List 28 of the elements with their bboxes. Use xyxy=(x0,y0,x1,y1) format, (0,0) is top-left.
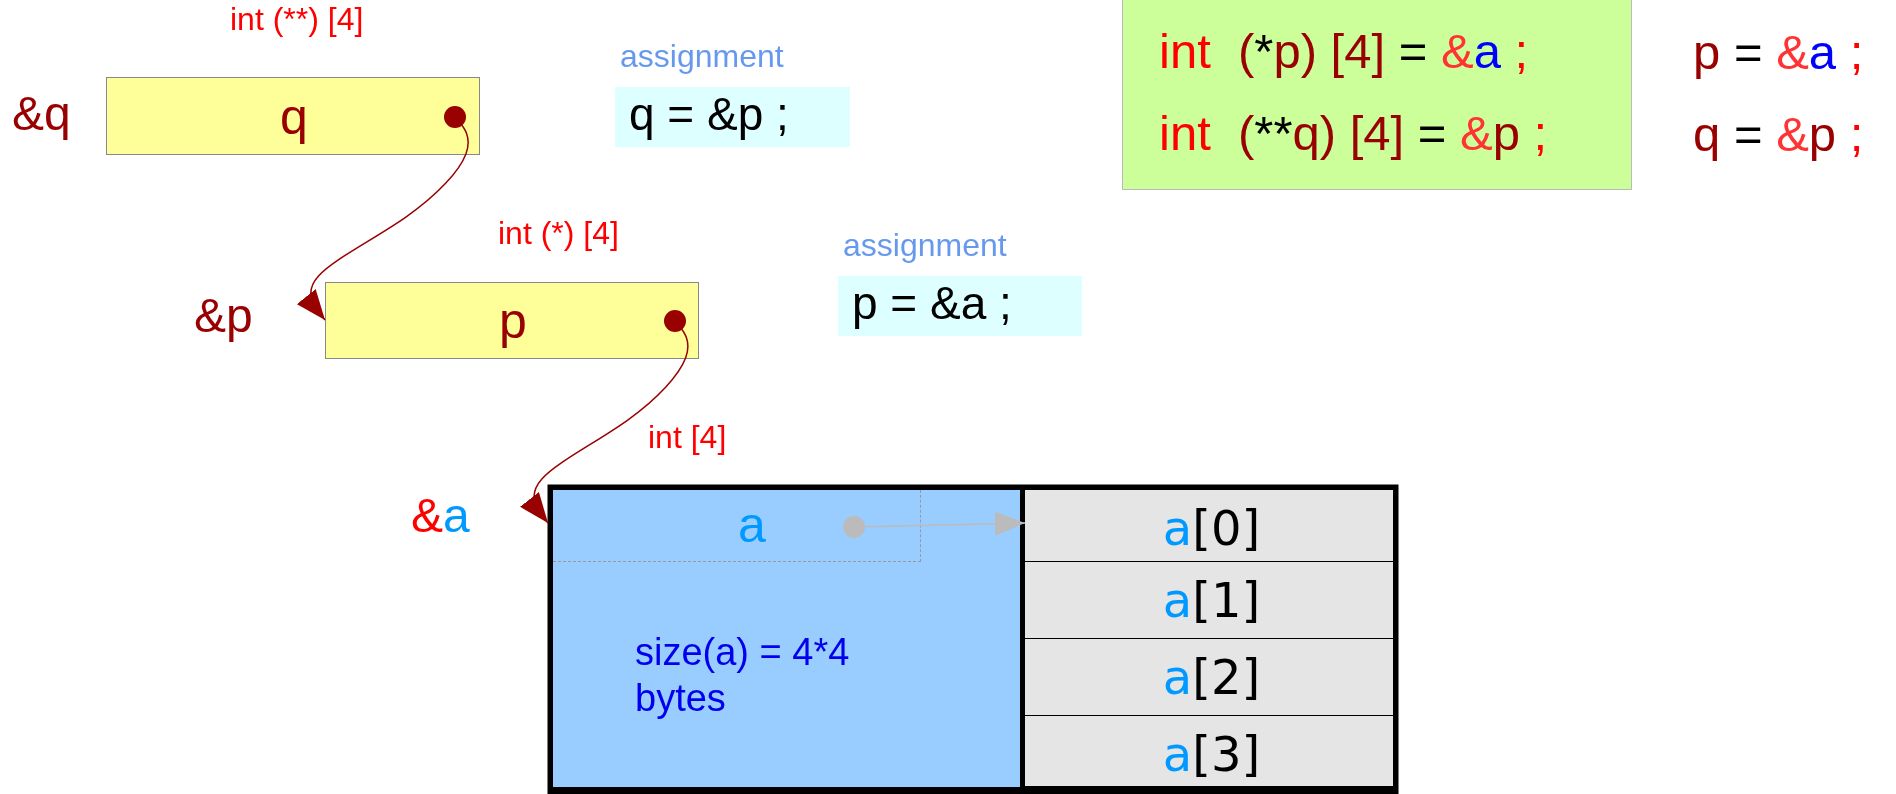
variable-name: p xyxy=(498,292,528,351)
array-element: a[0] xyxy=(1161,499,1262,559)
variable-box xyxy=(325,282,699,359)
array-name: a xyxy=(738,498,766,553)
assignment-statement: q = &p ; xyxy=(629,89,789,140)
assignment-heading: assignment xyxy=(620,39,784,75)
code-line: int (**q) [4] = &p ; xyxy=(1159,107,1548,161)
type-label: int (**) [4] xyxy=(230,2,364,38)
address-label: &q xyxy=(12,88,71,141)
array-element: a[2] xyxy=(1161,648,1262,708)
code-box xyxy=(1122,0,1632,190)
address-label: &p xyxy=(194,290,253,343)
pointer-arrow xyxy=(843,511,1026,538)
type-label: int (*) [4] xyxy=(498,216,619,252)
size-note: size(a) = 4*4 bytes xyxy=(635,630,851,721)
code-line: int (*p) [4] = &a ; xyxy=(1159,25,1529,79)
pointer-arrow xyxy=(296,106,469,321)
variable-box xyxy=(106,77,480,155)
assignment-heading: assignment xyxy=(843,228,1007,264)
pointer-arrow xyxy=(520,310,689,524)
code-statement: q = &p ; xyxy=(1693,108,1864,162)
array-element: a[3] xyxy=(1161,725,1262,785)
variable-name: q xyxy=(279,87,309,147)
assignment-statement: p = &a ; xyxy=(852,278,1012,329)
type-label: int [4] xyxy=(648,420,727,456)
address-label: &a xyxy=(411,490,470,543)
array-element: a[1] xyxy=(1161,571,1262,631)
code-statement: p = &a ; xyxy=(1693,26,1864,80)
